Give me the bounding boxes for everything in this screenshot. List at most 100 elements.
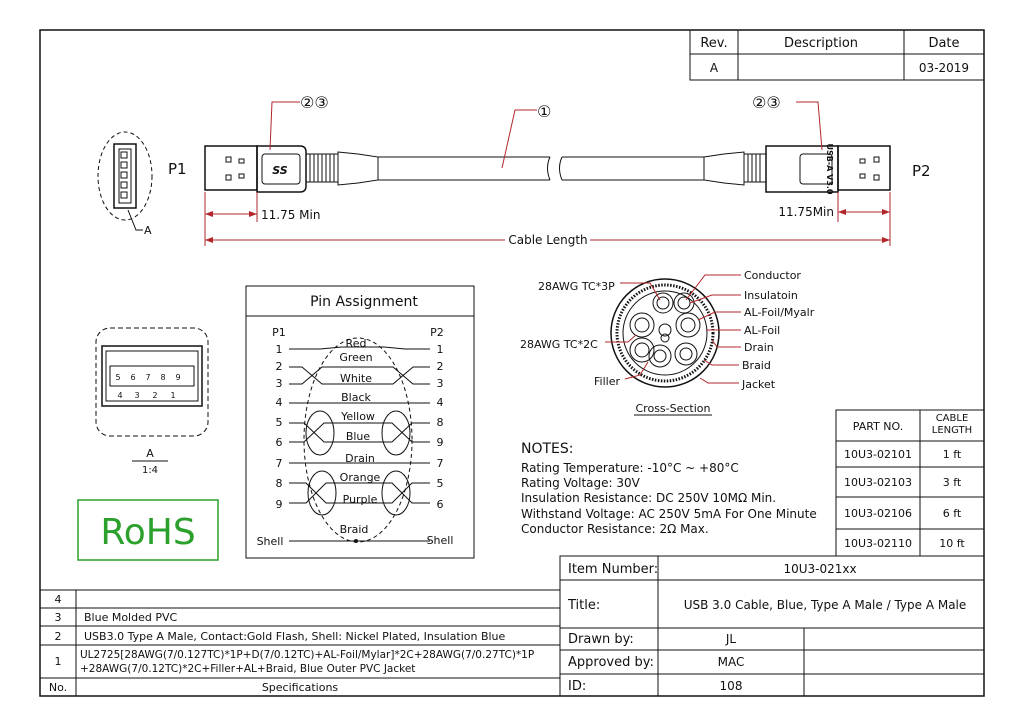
face-pin-bottom-2: 2: [152, 391, 157, 400]
item-number-value: 10U3-021xx: [783, 562, 856, 576]
specifications-table: 4 3 Blue Molded PVC 2 USB3.0 Type A Male…: [39, 589, 561, 697]
callout-23-left: ②③: [300, 93, 329, 112]
face-pin-top-6: 6: [130, 373, 135, 382]
right-pin-8: 8: [437, 416, 444, 429]
left-pin-6: 6: [276, 436, 283, 449]
face-pin-bottom-3: 3: [134, 391, 139, 400]
left-pin-5: 5: [276, 416, 283, 429]
dim-right-label: 11.75Min: [778, 205, 834, 219]
left-pin-2: 2: [276, 360, 283, 373]
drawn-by-label: Drawn by:: [568, 632, 634, 647]
date-header: Date: [928, 36, 959, 51]
cross-section: 28AWG TC*3P 28AWG TC*2C Filler Conductor…: [520, 269, 815, 416]
note-line-2: Rating Voltage: 30V: [521, 476, 641, 490]
wire-green: Green: [339, 351, 372, 364]
approved-by-label: Approved by:: [568, 655, 654, 670]
usb-a-v3-label: USB-A V3.0: [825, 143, 834, 194]
xs-label-insulation: Insulatoin: [744, 289, 798, 302]
wire-orange: Orange: [340, 471, 381, 484]
wire-black: Black: [341, 391, 371, 404]
wire-drain: Drain: [345, 452, 375, 465]
pin-wires: [289, 346, 430, 542]
left-connector: SS: [204, 145, 379, 193]
right-pin-6: 6: [437, 498, 444, 511]
wire-yellow: Yellow: [340, 410, 375, 423]
left-pin-8: 8: [276, 477, 283, 490]
cable-length-header: CABLE LENGTH: [931, 413, 973, 436]
right-pin-9: 9: [437, 436, 444, 449]
left-end-view: A: [97, 131, 153, 237]
pin-assignment: Pin Assignment P1 P2 1 2 3 4 5 6 7 8 9 1…: [245, 285, 475, 559]
wire-purple: Purple: [343, 493, 378, 506]
cable-assembly-drawing: A P1 P2 SS: [97, 93, 931, 247]
part-row-1-no: 10U3-02101: [844, 448, 912, 461]
left-pin-1: 1: [276, 343, 283, 356]
spec-no-header: No.: [49, 681, 67, 694]
parts-table: PART NO. CABLE LENGTH 10U3-02101 1 ft 10…: [835, 409, 985, 557]
dim-left-label: 11.75 Min: [261, 208, 320, 222]
xs-label-3p: 28AWG TC*3P: [538, 280, 615, 293]
face-view-label: A: [146, 447, 154, 460]
face-pin-bottom-1: 1: [170, 391, 175, 400]
spec-text-3: Blue Molded PVC: [84, 611, 178, 624]
xs-label-jacket: Jacket: [741, 378, 776, 391]
spec-text-1-line-2: +28AWG(7/0.12TC)*2C+Filler+AL+Braid, Blu…: [80, 663, 415, 675]
part-no-header: PART NO.: [853, 420, 903, 433]
pin-p1-header: P1: [272, 326, 286, 339]
part-row-3-length: 6 ft: [943, 507, 962, 520]
spec-no-1: 1: [55, 655, 62, 668]
xs-label-braid: Braid: [742, 359, 771, 372]
date-value: 03-2019: [919, 61, 969, 75]
xs-label-alfoil-mylar: AL-Foil/Myalr: [744, 306, 815, 319]
rev-value: A: [710, 61, 719, 75]
face-view-scale: 1:4: [142, 465, 158, 476]
part-row-2-length: 3 ft: [943, 476, 962, 489]
note-line-1: Rating Temperature: -10°C ~ +80°C: [521, 461, 739, 475]
xs-label-alfoil: AL-Foil: [744, 324, 780, 337]
notes-title: NOTES:: [521, 441, 574, 457]
dim-cable-length: Cable Length: [508, 233, 587, 247]
spec-header: Specifications: [262, 681, 339, 694]
face-pin-top-9: 9: [175, 373, 180, 382]
right-pin-5: 5: [437, 477, 444, 490]
left-pin-3: 3: [276, 377, 283, 390]
spec-no-2: 2: [55, 630, 62, 643]
callout-1: ①: [537, 102, 551, 121]
part-row-2-no: 10U3-02103: [844, 476, 912, 489]
sheet-border: [39, 29, 985, 697]
wire-red: Red: [346, 337, 367, 350]
id-label: ID:: [568, 679, 586, 694]
right-pin-4: 4: [437, 396, 444, 409]
right-pin-7: 7: [437, 457, 444, 470]
cable-body: [378, 156, 704, 181]
shell-left: Shell: [257, 535, 284, 548]
wire-blue: Blue: [346, 430, 371, 443]
xs-label-conductor: Conductor: [744, 269, 801, 282]
left-pin-7: 7: [276, 457, 283, 470]
pin-p2-header: P2: [430, 326, 444, 339]
note-line-3: Insulation Resistance: DC 250V 10MΩ Min.: [521, 491, 776, 505]
view-a-marker: A: [144, 224, 152, 237]
spec-no-4: 4: [55, 593, 62, 606]
xs-label-filler: Filler: [594, 375, 620, 388]
part-row-4-length: 10 ft: [939, 537, 965, 550]
xs-label-2c: 28AWG TC*2C: [520, 338, 598, 351]
right-connector: USB-A V3.0: [703, 143, 891, 195]
spec-text-2: USB3.0 Type A Male, Contact:Gold Flash, …: [84, 630, 506, 643]
note-line-4: Withstand Voltage: AC 250V 5mA For One M…: [521, 507, 817, 521]
connector-face-view: 5 6 7 8 9 4 3 2 1 A 1:4: [95, 327, 209, 476]
part-row-4-no: 10U3-02110: [844, 537, 912, 550]
face-pin-top-5: 5: [115, 373, 120, 382]
rohs-text: RoHS: [100, 512, 195, 553]
notes: NOTES: Rating Temperature: -10°C ~ +80°C…: [521, 441, 817, 536]
spec-no-3: 3: [55, 611, 62, 624]
cross-section-title: Cross-Section: [636, 402, 711, 415]
right-pin-3: 3: [437, 377, 444, 390]
face-pin-bottom-4: 4: [117, 391, 122, 400]
spec-text-1-line-1: UL2725[28AWG(7/0.127TC)*1P+D(7/0.12TC)+A…: [80, 649, 534, 661]
right-pin-2: 2: [437, 360, 444, 373]
callouts: ②③ ① ②③: [269, 93, 823, 169]
right-pin-1: 1: [437, 343, 444, 356]
